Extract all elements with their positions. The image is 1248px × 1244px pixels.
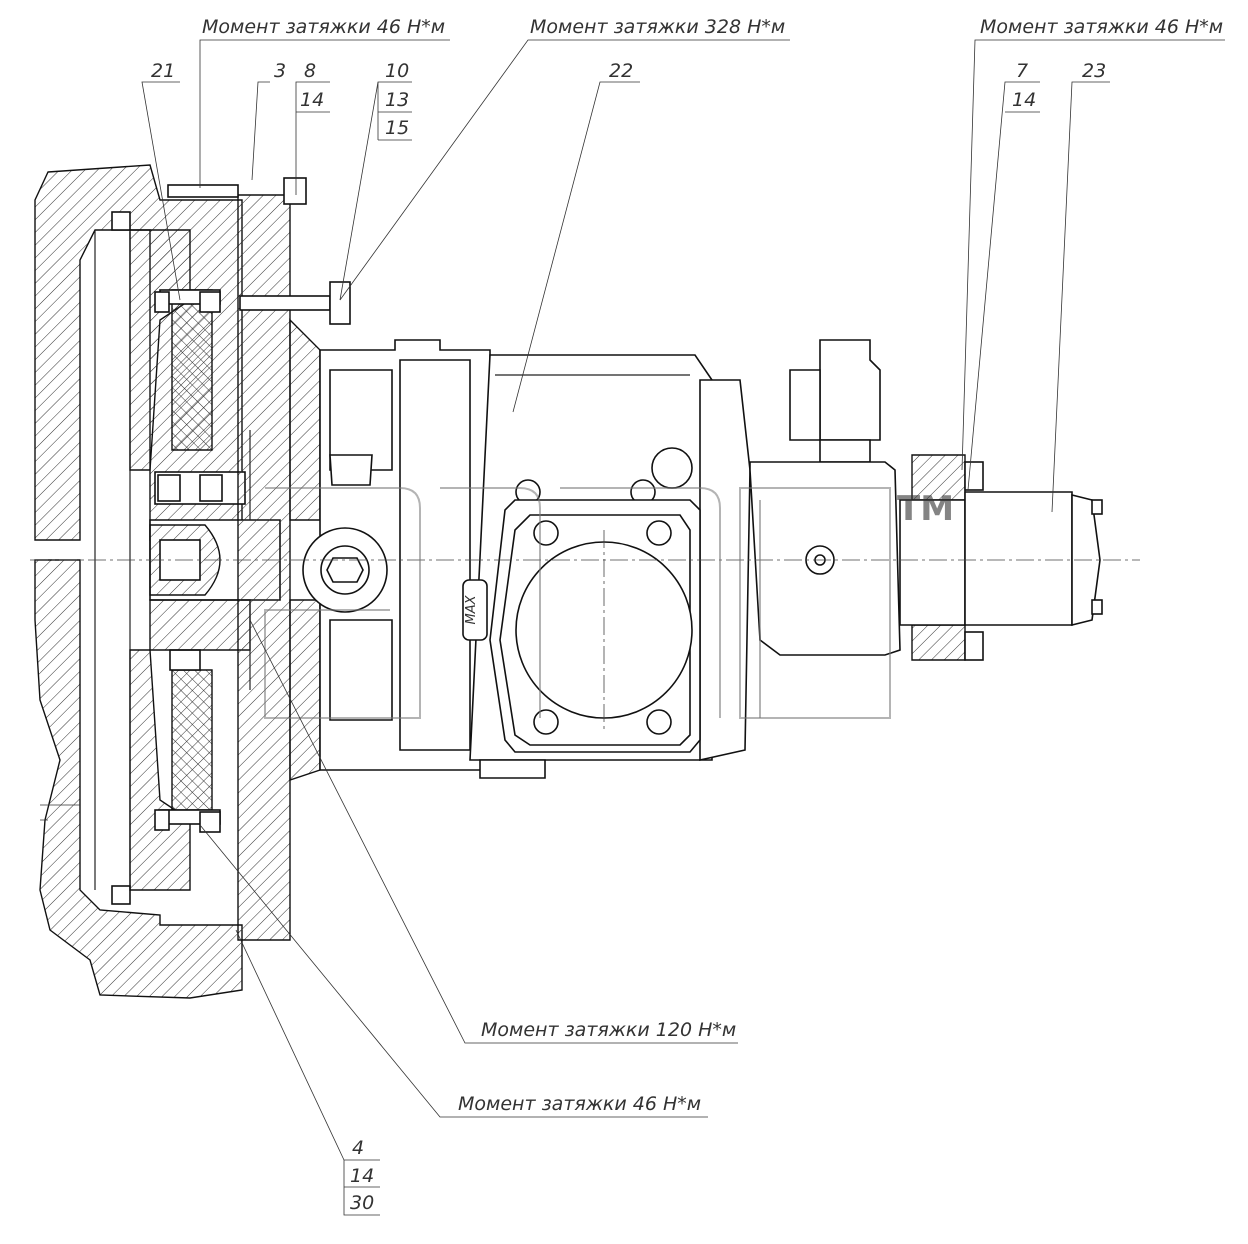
- pos-14-bottom: 14: [350, 1165, 374, 1187]
- pos-14-top: 14: [300, 89, 324, 111]
- torque-bottom-120: Момент затяжки 120 Н*м: [481, 1019, 736, 1041]
- pos-15: 15: [385, 117, 409, 139]
- pos-4: 4: [352, 1137, 364, 1159]
- pos-8: 8: [304, 60, 316, 82]
- pos-10: 10: [385, 60, 409, 82]
- pos-7: 7: [1016, 60, 1028, 82]
- pos-13: 13: [385, 89, 409, 111]
- pos-14-right: 14: [1012, 89, 1036, 111]
- bolts: [154, 177, 351, 833]
- gear-pump: [899, 454, 1103, 661]
- watermark-tm: TM: [897, 489, 954, 529]
- max-label: MAX: [464, 594, 479, 624]
- pos-21: 21: [151, 60, 175, 82]
- pump-body: [302, 339, 751, 779]
- torque-top-mid: Момент затяжки 328 Н*м: [530, 16, 785, 38]
- max-mark: MAX: [462, 579, 488, 641]
- watermark-logo: TM: [264, 487, 954, 719]
- pos-22: 22: [609, 60, 633, 82]
- torque-top-right: Момент затяжки 46 Н*м: [980, 16, 1223, 38]
- solenoid-valve: [749, 339, 901, 656]
- torque-bottom-46: Момент затяжки 46 Н*м: [458, 1093, 701, 1115]
- adapter-plate: [237, 194, 321, 941]
- pos-3: 3: [274, 60, 286, 82]
- torque-top-left: Момент затяжки 46 Н*м: [202, 16, 445, 38]
- pos-30: 30: [350, 1192, 374, 1214]
- pos-23: 23: [1082, 60, 1106, 82]
- leader-lines: [141, 39, 1225, 1216]
